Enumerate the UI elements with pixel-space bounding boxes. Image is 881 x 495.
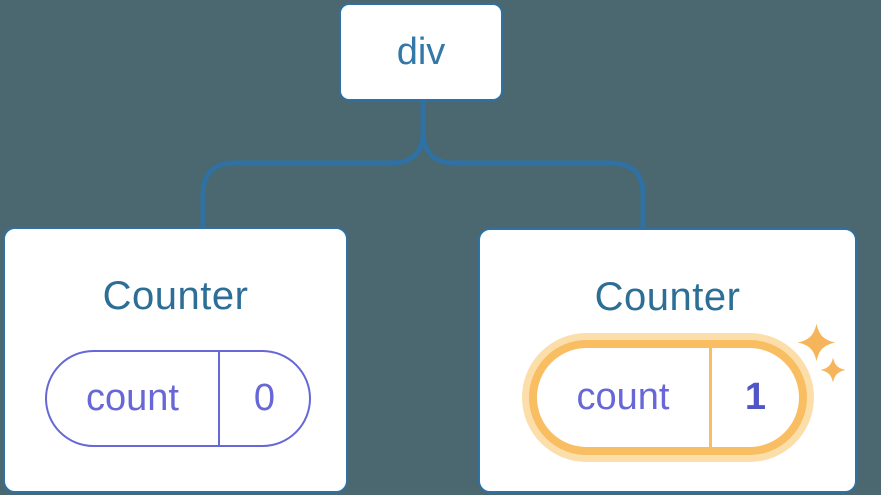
counter-title: Counter <box>102 274 249 318</box>
state-key-cell: count <box>47 352 220 445</box>
state-key-label: count <box>86 377 179 419</box>
state-key-cell: count <box>537 348 712 447</box>
connector-right-branch <box>420 130 646 229</box>
sparkle-icon-large <box>797 323 836 362</box>
state-pill: count 0 <box>45 350 311 447</box>
counter-card-right: Counter count 1 <box>478 228 857 493</box>
counter-card-left: Counter count 0 <box>3 227 348 493</box>
root-node: div <box>339 3 503 101</box>
counter-title: Counter <box>594 275 741 319</box>
connector-left-branch <box>200 130 426 229</box>
sparkle-icon-small <box>820 357 846 383</box>
root-node-label: div <box>396 30 446 73</box>
state-pill-highlighted: count 1 <box>529 340 807 455</box>
state-value-label: 0 <box>253 377 276 419</box>
state-value-cell: 1 <box>712 348 799 447</box>
state-value-label: 1 <box>744 376 767 418</box>
state-key-label: count <box>576 376 670 418</box>
state-value-cell: 0 <box>220 352 309 445</box>
